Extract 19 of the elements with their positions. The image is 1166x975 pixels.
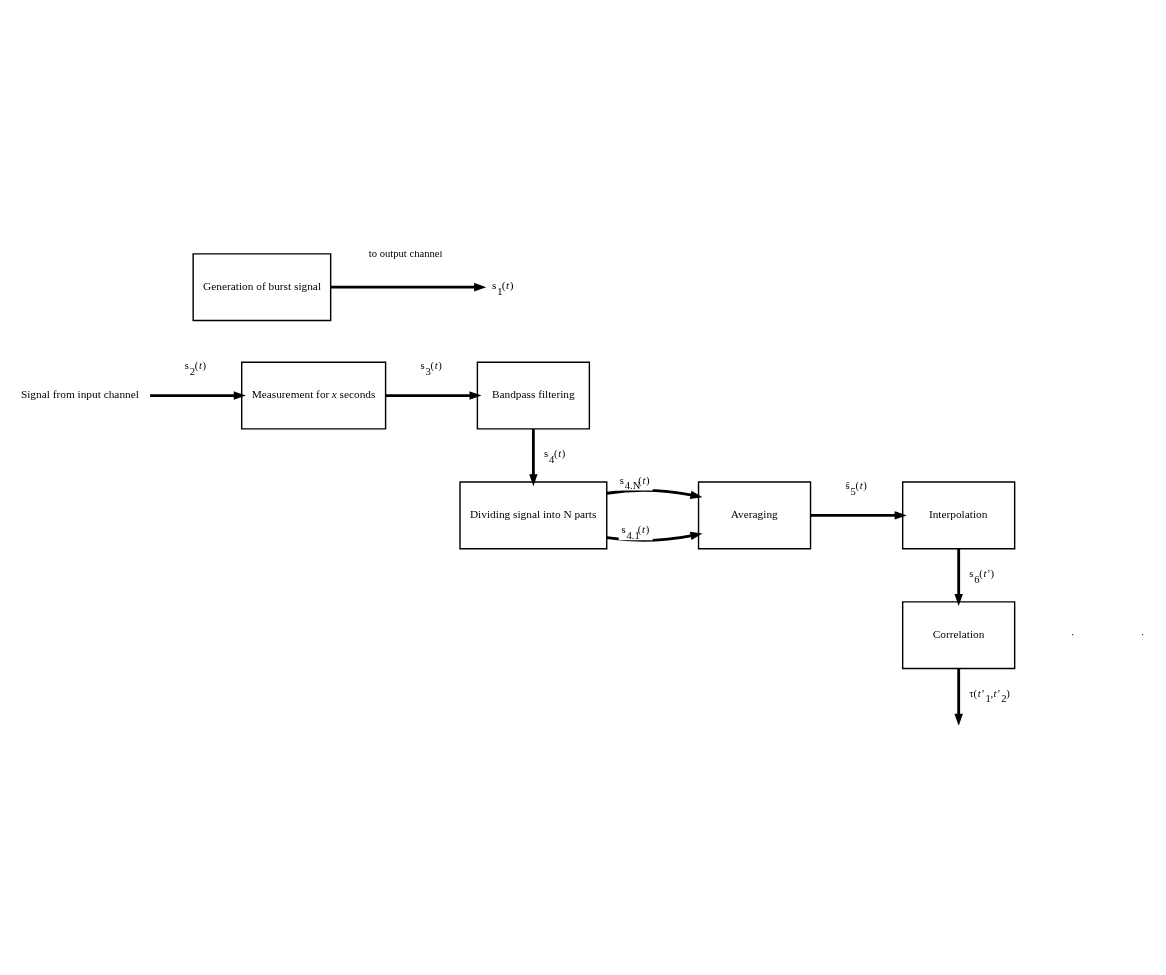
label: · bbox=[1070, 627, 1075, 640]
arrow bbox=[330, 282, 487, 291]
arrow bbox=[606, 531, 703, 542]
label: · bbox=[1140, 627, 1145, 640]
node-box: Correlation bbox=[901, 600, 1016, 669]
arrow bbox=[385, 390, 482, 400]
arrow bbox=[606, 488, 703, 499]
node-box: Interpolation bbox=[901, 480, 1016, 549]
arrow bbox=[954, 548, 963, 606]
edge-label: to output channel bbox=[368, 247, 443, 259]
node-box: Bandpass filtering bbox=[476, 361, 591, 430]
arrow bbox=[529, 428, 538, 486]
arrow bbox=[954, 668, 963, 725]
node-box: Generation of burst signal bbox=[192, 252, 332, 321]
node-text: Signal from input channel bbox=[20, 387, 139, 400]
node-box: Dividing signal into N parts bbox=[459, 480, 608, 549]
arrow bbox=[810, 510, 907, 520]
node-box: Averaging bbox=[697, 480, 812, 549]
arrow bbox=[150, 390, 246, 400]
